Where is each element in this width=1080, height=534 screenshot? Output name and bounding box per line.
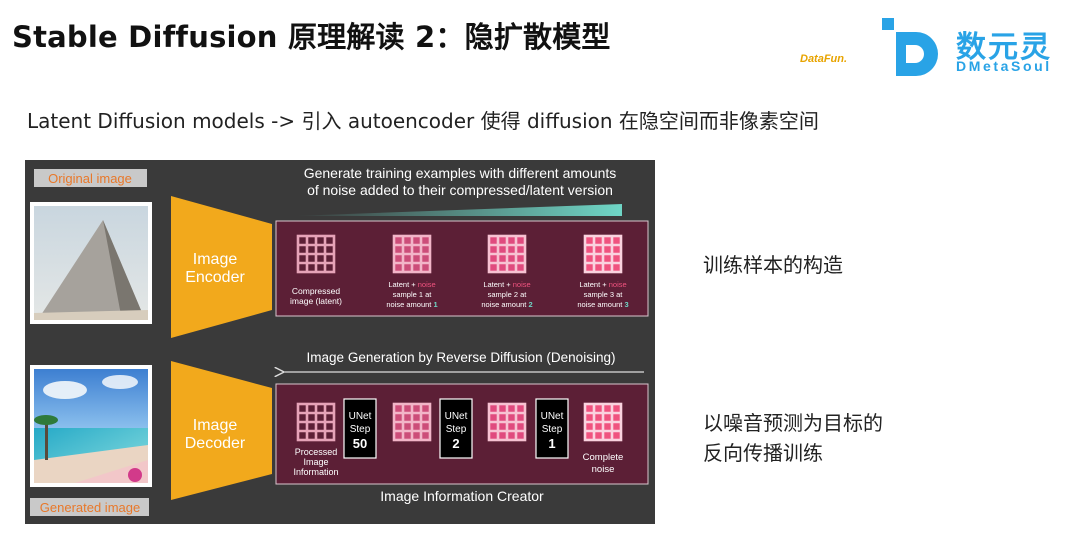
compressed-label-line1: Compressed <box>292 286 340 296</box>
unet-step-2: UNet Step 2 <box>439 398 473 459</box>
svg-text:Encoder: Encoder <box>185 269 245 286</box>
svg-text:Decoder: Decoder <box>185 435 246 452</box>
generated-beach-image <box>30 365 152 487</box>
dmetasoul-logo-icon <box>882 18 938 76</box>
svg-text:noise amount 2: noise amount 2 <box>481 300 532 309</box>
backprop-training-note: 以噪音预测为目标的 反向传播训练 <box>703 408 883 468</box>
datafun-logo: DataFun. <box>800 53 848 65</box>
intermediate-grid-1 <box>392 402 432 442</box>
svg-text:UNet: UNet <box>349 411 372 422</box>
training-samples-note: 训练样本的构造 <box>703 253 843 277</box>
training-caption-line1: Generate training examples with differen… <box>304 165 617 181</box>
processed-label-line1: Processed <box>295 447 338 457</box>
backprop-note-line1: 以噪音预测为目标的 <box>703 411 883 435</box>
page-title: Stable Diffusion 原理解读 2：隐扩散模型 <box>12 20 611 54</box>
svg-text:UNet: UNet <box>445 411 468 422</box>
svg-text:2: 2 <box>452 436 459 451</box>
image-information-creator-label: Image Information Creator <box>380 488 544 504</box>
svg-text:Latent + noise: Latent + noise <box>483 280 530 289</box>
svg-text:sample 1 at: sample 1 at <box>393 290 433 299</box>
generated-image-label: Generated image <box>30 498 149 516</box>
intermediate-grid-2 <box>487 402 527 442</box>
image-encoder-block: Image Encoder <box>171 196 272 338</box>
svg-text:noise amount 1: noise amount 1 <box>386 300 437 309</box>
complete-noise-line2: noise <box>592 464 615 475</box>
diffusion-diagram: Original image Image Encoder Generate tr… <box>25 160 655 524</box>
noise-grid-2 <box>487 234 527 274</box>
sample-2-label: Latent + noise sample 2 at noise amount … <box>481 280 532 309</box>
processed-label-line3: Information <box>293 467 338 477</box>
sample-1-label: Latent + noise sample 1 at noise amount … <box>386 280 437 309</box>
slide-subtitle: Latent Diffusion models -> 引入 autoencode… <box>27 109 819 133</box>
brand-name-en: DMetaSoul <box>956 58 1052 74</box>
svg-text:1: 1 <box>548 436 555 451</box>
svg-text:Image: Image <box>193 251 238 268</box>
svg-text:sample 3 at: sample 3 at <box>584 290 624 299</box>
unet-step-1: UNet Step 1 <box>535 398 569 459</box>
processed-label-line2: Image <box>303 457 328 467</box>
svg-text:Latent + noise: Latent + noise <box>388 280 435 289</box>
svg-text:Step: Step <box>542 424 563 435</box>
complete-noise-line1: Complete <box>583 452 624 463</box>
noise-amount-wedge <box>293 204 622 216</box>
svg-text:Step: Step <box>350 424 371 435</box>
svg-text:Original image: Original image <box>48 171 132 186</box>
svg-text:Latent + noise: Latent + noise <box>579 280 626 289</box>
original-image-label: Original image <box>34 169 147 187</box>
complete-noise-grid <box>583 402 623 442</box>
svg-text:50: 50 <box>353 436 367 451</box>
noise-grid-3 <box>583 234 623 274</box>
pyramid-image <box>30 202 152 324</box>
image-decoder-block: Image Decoder <box>171 361 272 500</box>
compressed-label-line2: image (latent) <box>290 296 342 306</box>
backprop-note-line2: 反向传播训练 <box>703 441 823 465</box>
svg-text:UNet: UNet <box>541 411 564 422</box>
noise-grid-1 <box>392 234 432 274</box>
training-caption-line2: of noise added to their compressed/laten… <box>307 182 613 198</box>
svg-text:Image: Image <box>193 417 238 434</box>
svg-text:Generated image: Generated image <box>40 500 140 515</box>
sample-3-label: Latent + noise sample 3 at noise amount … <box>577 280 628 309</box>
brand-name-cn: 数元灵 <box>956 30 1052 65</box>
svg-text:sample 2 at: sample 2 at <box>488 290 528 299</box>
svg-text:noise amount 3: noise amount 3 <box>577 300 628 309</box>
svg-text:Step: Step <box>446 424 467 435</box>
unet-step-50: UNet Step 50 <box>343 398 377 459</box>
reverse-diffusion-caption: Image Generation by Reverse Diffusion (D… <box>307 350 616 365</box>
